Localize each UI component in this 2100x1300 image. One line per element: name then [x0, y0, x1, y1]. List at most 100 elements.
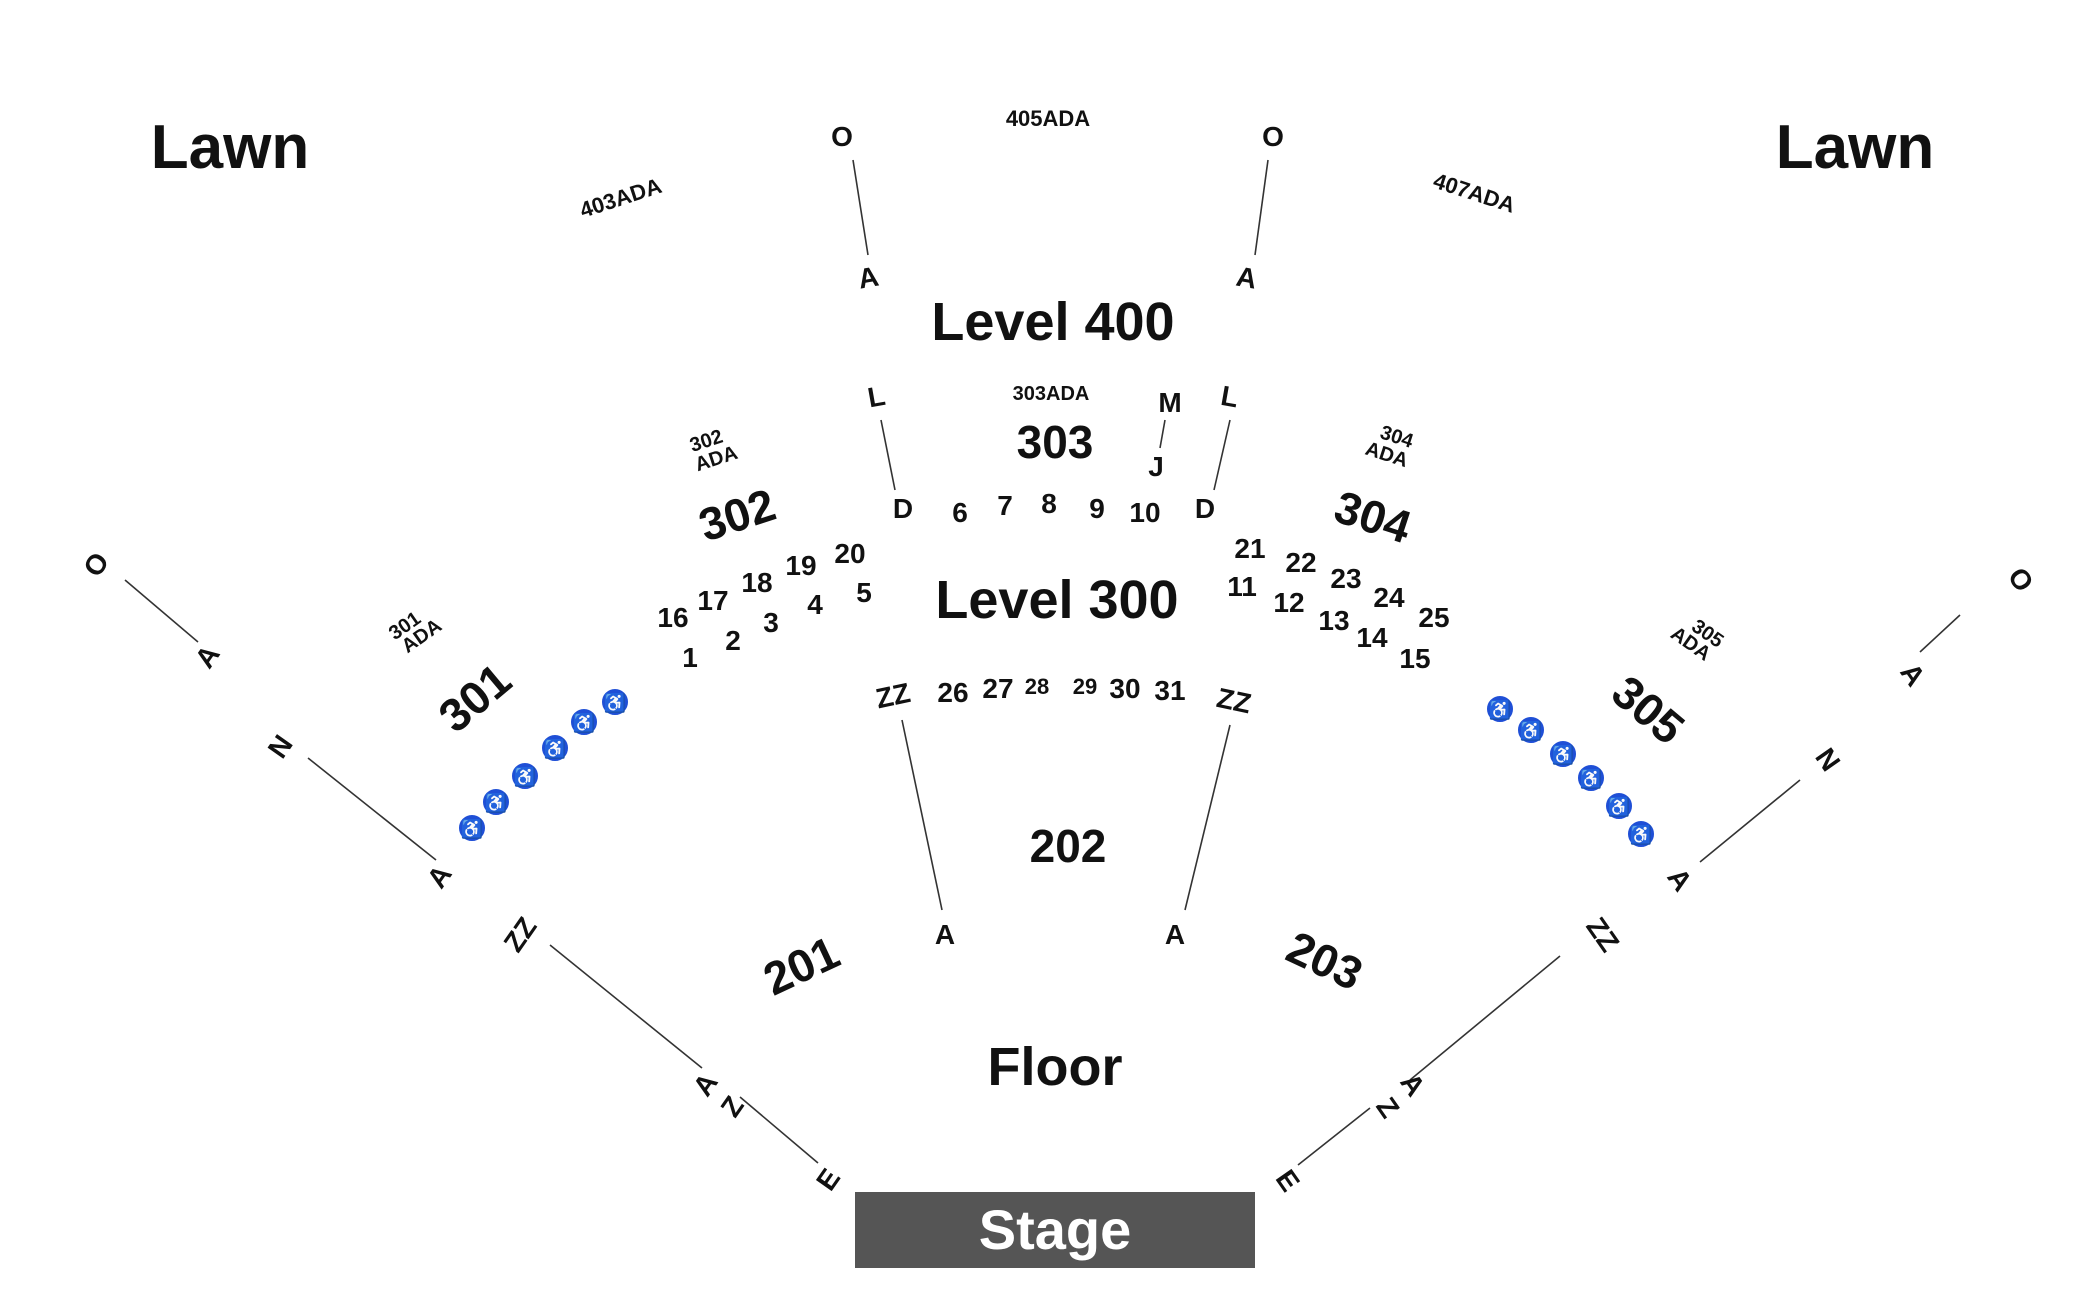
row-o-label: O: [831, 121, 853, 152]
wheelchair-icons-left: ♿ ♿ ♿ ♿ ♿ ♿: [457, 687, 630, 843]
row-n-label: N: [1809, 742, 1846, 776]
row-letters: O A O A L D M J L D ZZ ZZ A A O A N A ZZ…: [77, 121, 2039, 1197]
section-305[interactable]: 305: [1602, 665, 1694, 754]
svg-text:♿: ♿: [1608, 796, 1630, 817]
svg-text:♿: ♿: [1552, 744, 1574, 765]
row-n-label: N: [262, 729, 299, 763]
wheelchair-icon[interactable]: ♿: [1516, 715, 1546, 745]
box-29[interactable]: 29: [1073, 674, 1097, 699]
row-a-label: A: [1894, 657, 1931, 691]
box-2[interactable]: 2: [725, 625, 741, 656]
box-5[interactable]: 5: [856, 577, 872, 608]
row-zz-label: ZZ: [1580, 912, 1625, 958]
section-302[interactable]: 302: [693, 478, 782, 551]
wheelchair-icon[interactable]: ♿: [1626, 819, 1656, 849]
row-zz-label: ZZ: [1214, 682, 1254, 719]
box-4[interactable]: 4: [807, 589, 823, 620]
row-z-label: Z: [715, 1091, 750, 1123]
row-a-label: A: [935, 919, 955, 950]
row-d-label: D: [893, 493, 913, 524]
row-a-label: A: [1234, 261, 1259, 295]
stage: Stage: [855, 1192, 1255, 1268]
wheelchair-icon[interactable]: ♿: [569, 707, 599, 737]
lawn-right-label[interactable]: Lawn: [1776, 113, 1934, 182]
wheelchair-icon[interactable]: ♿: [1548, 739, 1578, 769]
wheelchair-icons-right: ♿ ♿ ♿ ♿ ♿ ♿: [1485, 694, 1656, 849]
svg-text:♿: ♿: [1520, 720, 1542, 741]
box-12[interactable]: 12: [1273, 587, 1304, 618]
box-24[interactable]: 24: [1373, 582, 1405, 613]
row-d-label: D: [1195, 493, 1215, 524]
row-l-label: L: [865, 380, 887, 414]
box-13[interactable]: 13: [1318, 605, 1349, 636]
stage-label: Stage: [979, 1198, 1132, 1261]
floor-label[interactable]: Floor: [988, 1037, 1123, 1097]
wheelchair-icon[interactable]: ♿: [510, 761, 540, 791]
box-15[interactable]: 15: [1399, 643, 1430, 674]
ada-301-label[interactable]: 301 ADA: [385, 600, 446, 659]
box-18[interactable]: 18: [741, 567, 772, 598]
box-31[interactable]: 31: [1154, 675, 1185, 706]
box-28[interactable]: 28: [1025, 674, 1049, 699]
wheelchair-icon[interactable]: ♿: [457, 813, 487, 843]
section-202[interactable]: 202: [1030, 820, 1107, 872]
section-201[interactable]: 201: [755, 926, 847, 1006]
box-10[interactable]: 10: [1129, 497, 1160, 528]
box-3[interactable]: 3: [763, 607, 779, 638]
section-301[interactable]: 301: [429, 653, 521, 742]
box-8[interactable]: 8: [1041, 488, 1057, 519]
ada-302-label[interactable]: 302 ADA: [686, 423, 740, 477]
section-203[interactable]: 203: [1279, 921, 1371, 1001]
box-23[interactable]: 23: [1330, 563, 1361, 594]
lawn-left-label[interactable]: Lawn: [151, 113, 309, 182]
row-o-label: O: [1262, 121, 1284, 152]
row-a-label: A: [856, 261, 881, 295]
ada-407-label[interactable]: 407ADA: [1430, 168, 1518, 218]
ada-303-label[interactable]: 303ADA: [1013, 383, 1090, 405]
box-14[interactable]: 14: [1356, 622, 1388, 653]
wheelchair-icon[interactable]: ♿: [600, 687, 630, 717]
ada-403-label[interactable]: 403ADA: [577, 173, 665, 223]
row-z-label: Z: [1370, 1092, 1405, 1124]
box-1[interactable]: 1: [682, 642, 698, 673]
box-9[interactable]: 9: [1089, 493, 1105, 524]
row-zz-label: ZZ: [498, 912, 543, 958]
box-27[interactable]: 27: [982, 673, 1013, 704]
box-22[interactable]: 22: [1285, 547, 1316, 578]
box-6[interactable]: 6: [952, 497, 968, 528]
stage-block: [855, 1192, 1255, 1268]
wheelchair-icon[interactable]: ♿: [1604, 791, 1634, 821]
svg-text:♿: ♿: [544, 738, 566, 759]
ada-305-label[interactable]: 305 ADA: [1666, 608, 1727, 667]
row-e-label: E: [810, 1163, 846, 1196]
ada-405-label[interactable]: 405ADA: [1006, 106, 1090, 131]
box-19[interactable]: 19: [785, 550, 816, 581]
row-o-label: O: [77, 547, 115, 583]
row-guide-lines: [124, 159, 1961, 1166]
svg-text:♿: ♿: [604, 692, 626, 713]
box-26[interactable]: 26: [937, 677, 968, 708]
wheelchair-icon[interactable]: ♿: [481, 787, 511, 817]
row-o-label: O: [2002, 562, 2040, 598]
box-7[interactable]: 7: [997, 490, 1013, 521]
wheelchair-icon[interactable]: ♿: [540, 733, 570, 763]
box-25[interactable]: 25: [1418, 602, 1449, 633]
ada-304-label[interactable]: 304 ADA: [1363, 419, 1417, 473]
box-17[interactable]: 17: [697, 585, 728, 616]
box-11[interactable]: 11: [1227, 571, 1257, 602]
section-303[interactable]: 303: [1017, 416, 1094, 468]
svg-text:♿: ♿: [573, 712, 595, 733]
wheelchair-icon[interactable]: ♿: [1576, 763, 1606, 793]
box-30[interactable]: 30: [1109, 673, 1140, 704]
svg-text:♿: ♿: [1489, 699, 1511, 720]
level-400-label: Level 400: [931, 292, 1174, 352]
box-20[interactable]: 20: [834, 538, 865, 569]
section-304[interactable]: 304: [1328, 480, 1417, 553]
row-e-label: E: [1270, 1164, 1306, 1197]
svg-text:♿: ♿: [1630, 824, 1652, 845]
box-16[interactable]: 16: [657, 602, 688, 633]
wheelchair-icon[interactable]: ♿: [1485, 694, 1515, 724]
box-seat-numbers: 1 2 3 4 5 6 7 8 9 10 11 12 13 14 15 16 1…: [657, 488, 1449, 708]
box-21[interactable]: 21: [1234, 533, 1265, 564]
